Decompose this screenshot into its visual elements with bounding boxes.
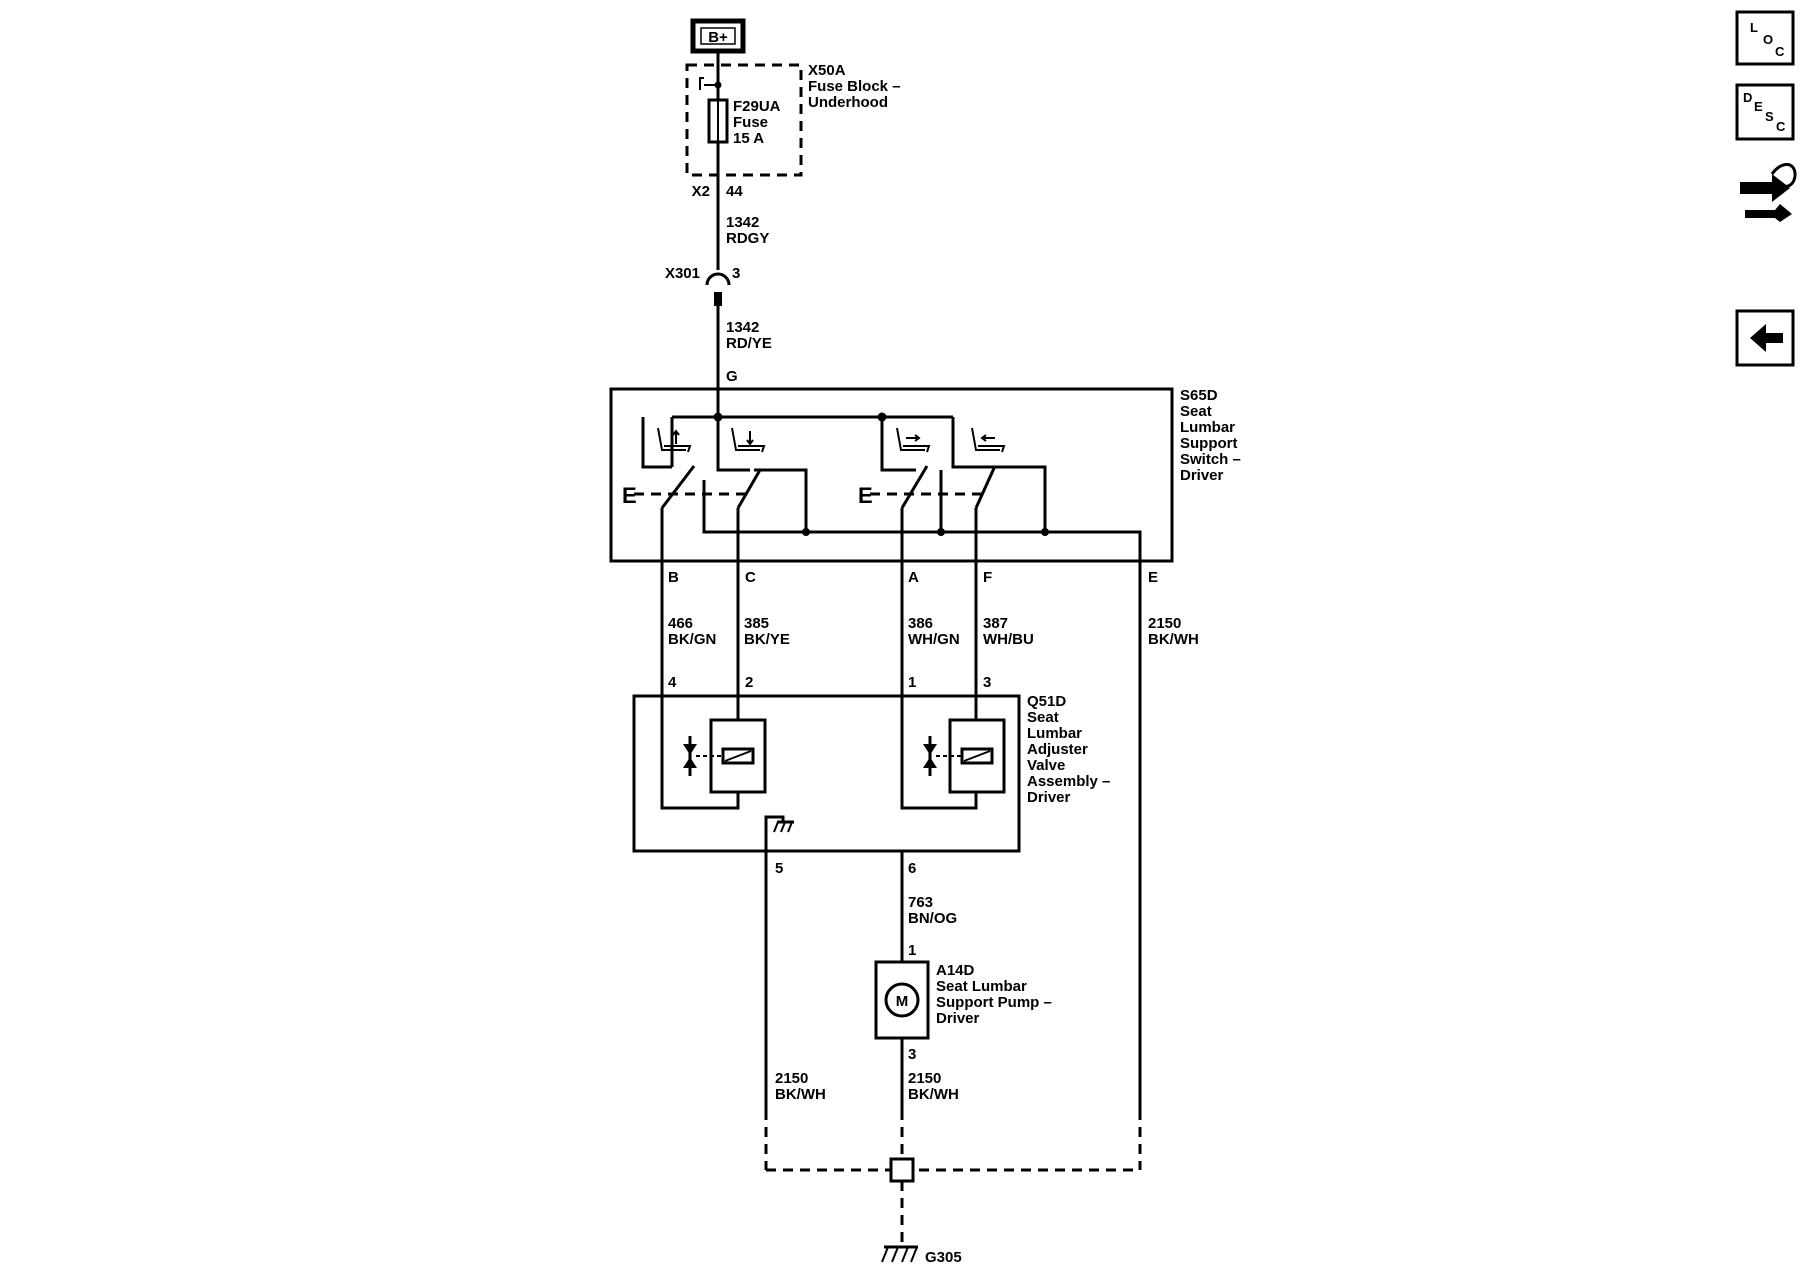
fuse-pin: 44 (726, 183, 743, 200)
pump-label-1: Seat Lumbar (936, 978, 1027, 995)
valve-label-1: Seat (1027, 709, 1059, 726)
switch-e-marker-1: E (622, 483, 637, 508)
switch-pin-e: E (1148, 569, 1158, 586)
motor-letter: M (896, 993, 909, 1010)
switch-label-5: Driver (1180, 467, 1224, 484)
wire-2150-left-color: BK/WH (775, 1086, 826, 1103)
wire-1342-circuit-b: 1342 (726, 319, 759, 336)
pump-label-0: A14D (936, 962, 975, 979)
solenoid-left (721, 747, 755, 765)
switch-pin-c: C (745, 569, 756, 586)
valve-pin-3: 3 (983, 674, 991, 691)
wire-385-circuit: 385 (744, 615, 769, 632)
wire-386-color: WH/GN (908, 631, 960, 648)
loc-o: O (1763, 32, 1773, 47)
wire-763-circuit: 763 (908, 894, 933, 911)
swap-tools-icon[interactable] (1740, 163, 1797, 222)
back-button[interactable] (1735, 309, 1795, 367)
seat-lumbar-rearward-icon (971, 427, 1006, 453)
switch-pin-b: B (668, 569, 679, 586)
valve-assembly: 4 2 1 3 Q51D Seat Lumbar Adjuster Valve … (632, 674, 1110, 877)
pump-label-3: Driver (936, 1010, 980, 1027)
switch-label-4: Switch – (1180, 451, 1241, 468)
wire-385-color: BK/YE (744, 631, 790, 648)
motor-symbol (884, 982, 920, 1018)
switch-label-1: Seat (1180, 403, 1212, 420)
desc-d: D (1743, 90, 1752, 105)
inline-connector-pin: 3 (732, 265, 740, 282)
pump-pin-3: 3 (908, 1046, 916, 1063)
inline-connector-x301: X301 3 (665, 265, 740, 306)
switch-pin-a: A (908, 569, 919, 586)
switch-pin-g: G (726, 368, 738, 385)
switch-label-2: Lumbar (1180, 419, 1235, 436)
lumbar-pump: 1 M 3 A14D Seat Lumbar Support Pump – Dr… (874, 942, 1052, 1063)
wire-2150-mid-color: BK/WH (908, 1086, 959, 1103)
valve-label-3: Adjuster (1027, 741, 1088, 758)
switch-pin-f: F (983, 569, 992, 586)
desc-e: E (1754, 99, 1763, 114)
fuse-block-name: Fuse Block – (808, 78, 901, 95)
valve-label-0: Q51D (1027, 693, 1066, 710)
fuse-rating: 15 A (733, 130, 764, 147)
switch-label-0: S65D (1180, 387, 1218, 404)
valve-label-5: Assembly – (1027, 773, 1110, 790)
switch-label-3: Support (1180, 435, 1238, 452)
location-button[interactable]: L O C (1735, 10, 1795, 66)
pump-pin-1: 1 (908, 942, 916, 959)
valve-pin-1: 1 (908, 674, 916, 691)
description-button[interactable]: D E S C (1735, 83, 1795, 141)
ground-splice: G305 (764, 1110, 1142, 1266)
seat-lumbar-down-icon (731, 427, 766, 453)
wire-1342-circuit-a: 1342 (726, 214, 759, 231)
wire-763-color: BN/OG (908, 910, 957, 927)
lumbar-switch: E E S65D Seat Lumbar Support Switch – Dr… (609, 387, 1241, 586)
wire-466-circuit: 466 (668, 615, 693, 632)
pump-label-2: Support Pump – (936, 994, 1052, 1011)
ground-label: G305 (925, 1249, 962, 1266)
fuse-type: Fuse (733, 114, 768, 131)
fuse-block-id: X50A (808, 62, 846, 79)
valve-pin-4: 4 (668, 674, 677, 691)
desc-s: S (1765, 109, 1774, 124)
wire-466-color: BK/GN (668, 631, 716, 648)
fuse-connector: X2 (692, 183, 710, 200)
fuse-block-location: Underhood (808, 94, 888, 111)
wire-387-color: WH/BU (983, 631, 1034, 648)
loc-c: C (1775, 44, 1785, 59)
valve-pin-6: 6 (908, 860, 916, 877)
valve-pin-2: 2 (745, 674, 753, 691)
power-label: B+ (708, 29, 728, 46)
valve-label-4: Valve (1027, 757, 1065, 774)
inline-connector-name: X301 (665, 265, 700, 282)
fuse-block: F29UA Fuse 15 A X50A Fuse Block – Underh… (685, 51, 901, 200)
wire-2150-mid-circuit: 2150 (908, 1070, 941, 1087)
power-source: B+ (690, 18, 746, 54)
wire-2150-left-circuit: 2150 (775, 1070, 808, 1087)
wire-2150-right-color: BK/WH (1148, 631, 1199, 648)
valve-label-2: Lumbar (1027, 725, 1082, 742)
wire-1342-color-a: RDGY (726, 230, 769, 247)
loc-l: L (1750, 20, 1758, 35)
arrow-left-icon (1750, 324, 1783, 352)
valve-pin-5: 5 (775, 860, 783, 877)
wire-386-circuit: 386 (908, 615, 933, 632)
wire-2150-right-circuit: 2150 (1148, 615, 1181, 632)
wire-387-circuit: 387 (983, 615, 1008, 632)
seat-lumbar-forward-icon (896, 427, 931, 453)
solenoid-right (960, 747, 994, 765)
wire-1342-color-b: RD/YE (726, 335, 772, 352)
switch-e-marker-2: E (858, 483, 873, 508)
fuse-id: F29UA (733, 98, 781, 115)
seat-lumbar-up-icon (657, 427, 692, 453)
desc-c: C (1776, 119, 1786, 134)
valve-label-6: Driver (1027, 789, 1071, 806)
